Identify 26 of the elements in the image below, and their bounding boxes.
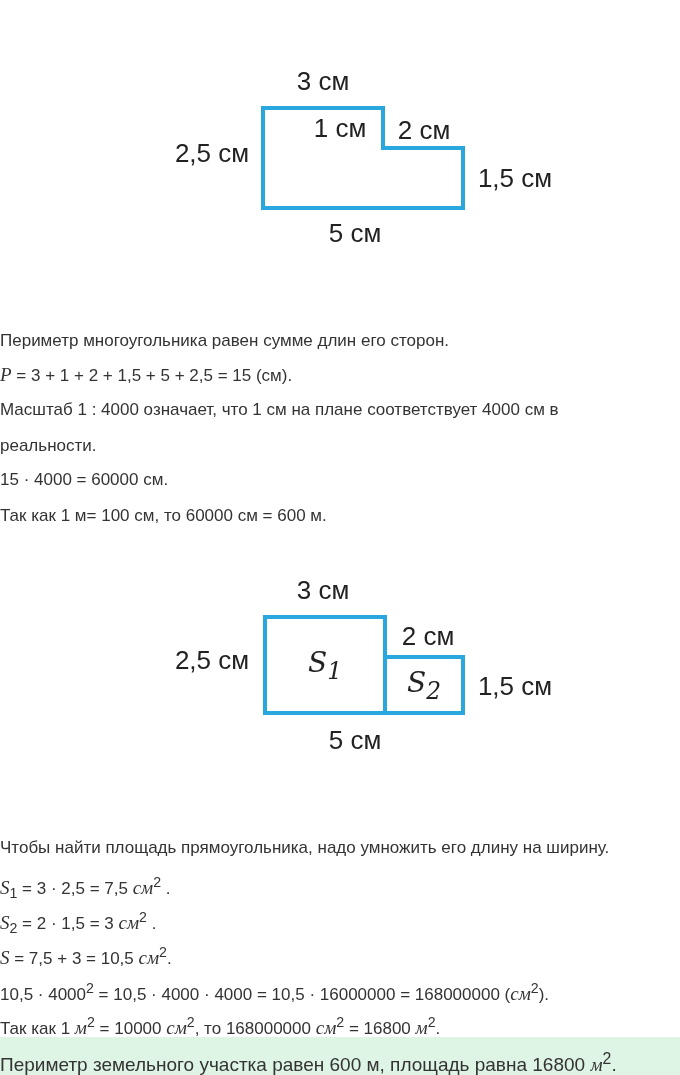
dimension-label: 3 см bbox=[296, 66, 350, 97]
solution-text: S$_{2}$ = 2 · 1,5 = 3 см$^{2}$ . bbox=[0, 908, 157, 939]
dimension-label: 2,5 см bbox=[174, 138, 250, 169]
area-label: S$_{2}$ bbox=[407, 665, 441, 705]
solution-text: Так как 1 м= 100 см, то 60000 см = 600 м. bbox=[0, 505, 327, 527]
dimension-label: 5 см bbox=[328, 218, 382, 249]
solution-text: 10,5 · 4000$^{2}$ = 10,5 · 4000 · 4000 = 10,5 · 16000000 = 168000000 (см$^{2}$). bbox=[0, 979, 550, 1006]
answer-text: Периметр земельного участка равен 600 м, площадь равна 16800 м$^{2}$. bbox=[0, 1037, 680, 1075]
dimension-label: 2,5 см bbox=[174, 645, 250, 676]
solution-text: Так как 1 м$^{2}$ = 10000 см$^{2}$, то 168000000 см$^{2}$ = 16800 м$^{2}$. bbox=[0, 1013, 441, 1040]
area-label: S$_{1}$ bbox=[308, 645, 342, 685]
rectangle-part bbox=[263, 615, 387, 715]
dimension-label: 1 см bbox=[313, 113, 367, 144]
dimension-label: 2 см bbox=[397, 115, 451, 146]
solution-text: Периметр многоугольника равен сумме длин его сторон. bbox=[0, 330, 449, 352]
solution-text: S$_{1}$ = 3 · 2,5 = 7,5 см$^{2}$ . bbox=[0, 873, 171, 904]
dimension-label: 1,5 см bbox=[477, 671, 553, 702]
dimension-label: 5 см bbox=[328, 725, 382, 756]
dimension-label: 3 см bbox=[296, 575, 350, 606]
solution-text: P = 3 + 1 + 2 + 1,5 + 5 + 2,5 = 15 (см). bbox=[0, 363, 293, 387]
solution-text: Чтобы найти площадь прямоугольника, надо умножить его длину на ширину. bbox=[0, 837, 610, 859]
solution-text: S = 7,5 + 3 = 10,5 см$^{2}$. bbox=[0, 943, 172, 970]
dimension-label: 1,5 см bbox=[477, 163, 553, 194]
dimension-label: 2 см bbox=[401, 621, 455, 652]
solution-text: Масштаб 1 : 4000 означает, что 1 см на плане соответствует 4000 см в реальности. bbox=[0, 399, 560, 457]
solution-text: 15 · 4000 = 60000 см. bbox=[0, 469, 169, 491]
